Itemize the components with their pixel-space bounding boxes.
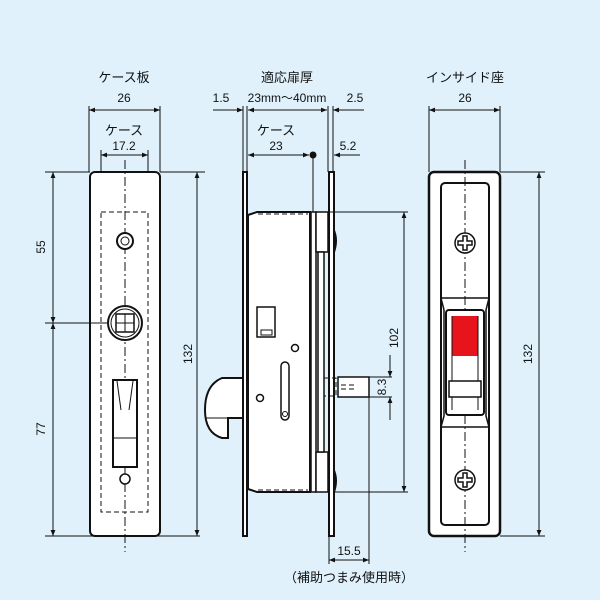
strike-bracket-bottom: [315, 451, 329, 493]
case-plate-view: ケース板 26 ケース 17.2 55 77 1: [34, 71, 205, 552]
lock-case-body: [247, 211, 311, 493]
phillips-screw-icon-bottom: [454, 469, 476, 491]
rear-plate: [328, 171, 335, 537]
screw-hole-bottom: [119, 473, 131, 485]
inside-seat-height-label: 132: [521, 344, 535, 364]
thumbturn-recess: [440, 297, 490, 428]
right-depth-label: 5.2: [340, 139, 357, 153]
strike-bracket-top: [315, 211, 329, 253]
screw-hole-top-inner: [120, 236, 130, 246]
knob-size-label: 8.3: [375, 378, 389, 395]
total-height-label: 132: [181, 344, 195, 364]
strike-plate-rail: [317, 251, 325, 453]
spindle-hole-inner: [110, 308, 140, 338]
rear-knob-bottom: [334, 468, 337, 495]
case-label: ケース: [105, 124, 143, 139]
body-height-label: 102: [387, 328, 401, 348]
pin-hole-lower: [255, 393, 265, 403]
door-range-label: 23mm〜40mm: [248, 91, 327, 105]
door-thickness-title: 適応扉厚: [261, 70, 313, 86]
right-offset-label: 2.5: [347, 91, 364, 105]
slot-hole: [280, 361, 290, 421]
inside-seat-view: インサイド座 26 132: [426, 71, 545, 552]
slot-end: [282, 411, 288, 417]
latch-window-inner: [260, 329, 273, 336]
side-view: 適応扉厚 1.5 23mm〜40mm 2.5 ケース 23 5.2: [203, 70, 414, 586]
lower-height-label: 77: [34, 422, 48, 436]
knob-hidden-base: [323, 377, 337, 397]
phillips-screw-icon-top: [454, 232, 476, 254]
thumbturn-knob: [448, 380, 482, 398]
knob-projection-label: 15.5: [337, 544, 361, 558]
inside-seat-title: インサイド座: [426, 71, 504, 86]
left-offset-label: 1.5: [213, 91, 230, 105]
strike-plate-inner: [310, 211, 317, 493]
auxiliary-knob-note: （補助つまみ使用時）: [284, 570, 414, 586]
case-plate-width-label: 26: [117, 91, 131, 105]
upper-height-label: 55: [34, 240, 48, 254]
auxiliary-knob: [337, 376, 370, 398]
case-plate-title: ケース板: [98, 71, 149, 86]
pin-hole-upper: [290, 343, 300, 353]
case-depth-label: 23: [269, 139, 283, 153]
lock-indicator-red: [452, 316, 478, 356]
hook-bolt: [203, 377, 244, 439]
rear-knob-top: [334, 228, 337, 255]
inside-seat-width-label: 26: [458, 91, 472, 105]
latch-slot-taper: [116, 380, 134, 411]
latch-slot: [112, 379, 138, 468]
screw-hole-top: [116, 232, 134, 250]
side-case-label: ケース: [257, 124, 295, 139]
case-width-label: 17.2: [112, 139, 136, 153]
front-plate: [242, 171, 248, 537]
